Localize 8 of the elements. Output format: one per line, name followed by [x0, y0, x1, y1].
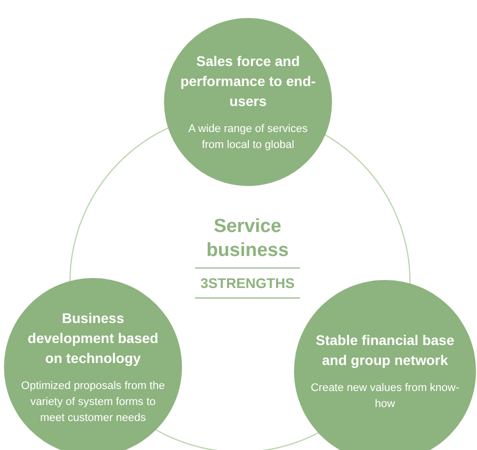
circle-description: Create new values from know-how	[310, 381, 460, 412]
circle-description: A wide range of services from local to global	[187, 122, 309, 153]
circle-description: Optimized proposals from the variety of system forms to meet customer needs	[20, 379, 166, 426]
circle-heading: Stable financial base and group network	[314, 331, 456, 370]
circle-heading: Business development based on technology	[26, 309, 160, 368]
center-title: Service business	[205, 215, 290, 263]
center-subtitle: 3STRENGTHS	[199, 274, 296, 292]
circle-heading: Sales force and performance to end-users	[180, 52, 316, 111]
